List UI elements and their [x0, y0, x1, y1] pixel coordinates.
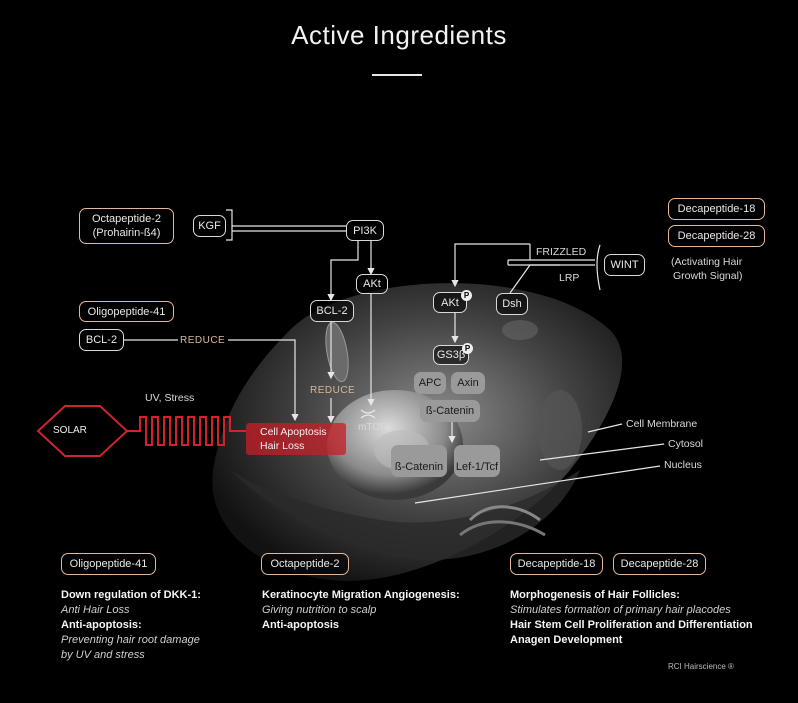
bottom-badge-decapeptide-18: Decapeptide-18	[510, 553, 603, 575]
bottom-col-1: Down regulation of DKK-1: Anti Hair Loss…	[61, 589, 201, 661]
solar-label: SOLAR	[53, 425, 87, 436]
octapeptide-2-box: Octapeptide-2(Prohairin-ß4)	[79, 208, 174, 244]
bottom-badge-octapeptide-2: Octapeptide-2	[261, 553, 349, 575]
wint-note-1: (Activating Hair	[671, 256, 743, 268]
bottom-badge-oligopeptide-41: Oligopeptide-41	[61, 553, 156, 575]
nucleus-label: Nucleus	[664, 459, 702, 471]
decapeptide-18-box: Decapeptide-18	[668, 198, 765, 220]
apoptosis-label-2: Hair Loss	[260, 440, 305, 452]
dsh-box: Dsh	[496, 293, 528, 315]
lrp-label: LRP	[559, 272, 580, 284]
oligopeptide-41-box: Oligopeptide-41	[79, 301, 174, 322]
uv-stress-label: UV, Stress	[145, 392, 195, 404]
phospho-badge-1: P	[461, 290, 472, 301]
apoptosis-highlight	[246, 423, 346, 455]
bcl2-left-box: BCL-2	[79, 329, 124, 351]
bottom-col-3: Morphogenesis of Hair Follicles: Stimula…	[510, 589, 753, 646]
apc-box: APC	[414, 372, 446, 394]
phospho-badge-2: P	[462, 343, 473, 354]
wint-note-2: Growth Signal)	[673, 270, 743, 282]
wint-box: WINT	[604, 254, 645, 276]
cell-cut-face	[230, 470, 580, 560]
solar-icon	[36, 405, 246, 457]
apoptosis-label-1: Cell Apoptosis	[260, 426, 327, 438]
akt-box: AKt	[356, 274, 388, 294]
reduce-label-2: REDUCE	[310, 385, 356, 396]
cell-membrane-label: Cell Membrane	[626, 418, 698, 430]
akt-p-box: AKt	[433, 292, 467, 313]
page-title: Active Ingredients	[291, 20, 507, 50]
gs3b-box: GS3β	[433, 345, 469, 365]
b-catenin-box-1: ß-Catenin	[420, 400, 480, 422]
title-underline	[372, 74, 422, 76]
b-catenin-box-2: ß-Catenin	[391, 445, 447, 477]
cytosol-label: Cytosol	[668, 438, 704, 450]
axin-box: Axin	[451, 372, 485, 394]
bottom-col-2: Keratinocyte Migration Angiogenesis: Giv…	[262, 589, 460, 631]
decapeptide-28-box: Decapeptide-28	[668, 225, 765, 247]
kgf-box: KGF	[193, 215, 226, 237]
frizzled-label: FRIZZLED	[536, 246, 587, 258]
pi3k-box: PI3K	[346, 220, 384, 241]
reduce-label-1: REDUCE	[180, 335, 226, 346]
credit-label: RCI Hairscience ®	[668, 662, 734, 671]
bottom-badge-decapeptide-28: Decapeptide-28	[613, 553, 706, 575]
lef-tcf-box: Lef-1/Tcf	[454, 445, 500, 477]
mtor-label: mTOR	[358, 422, 388, 433]
bcl2-mid-box: BCL-2	[310, 300, 354, 322]
